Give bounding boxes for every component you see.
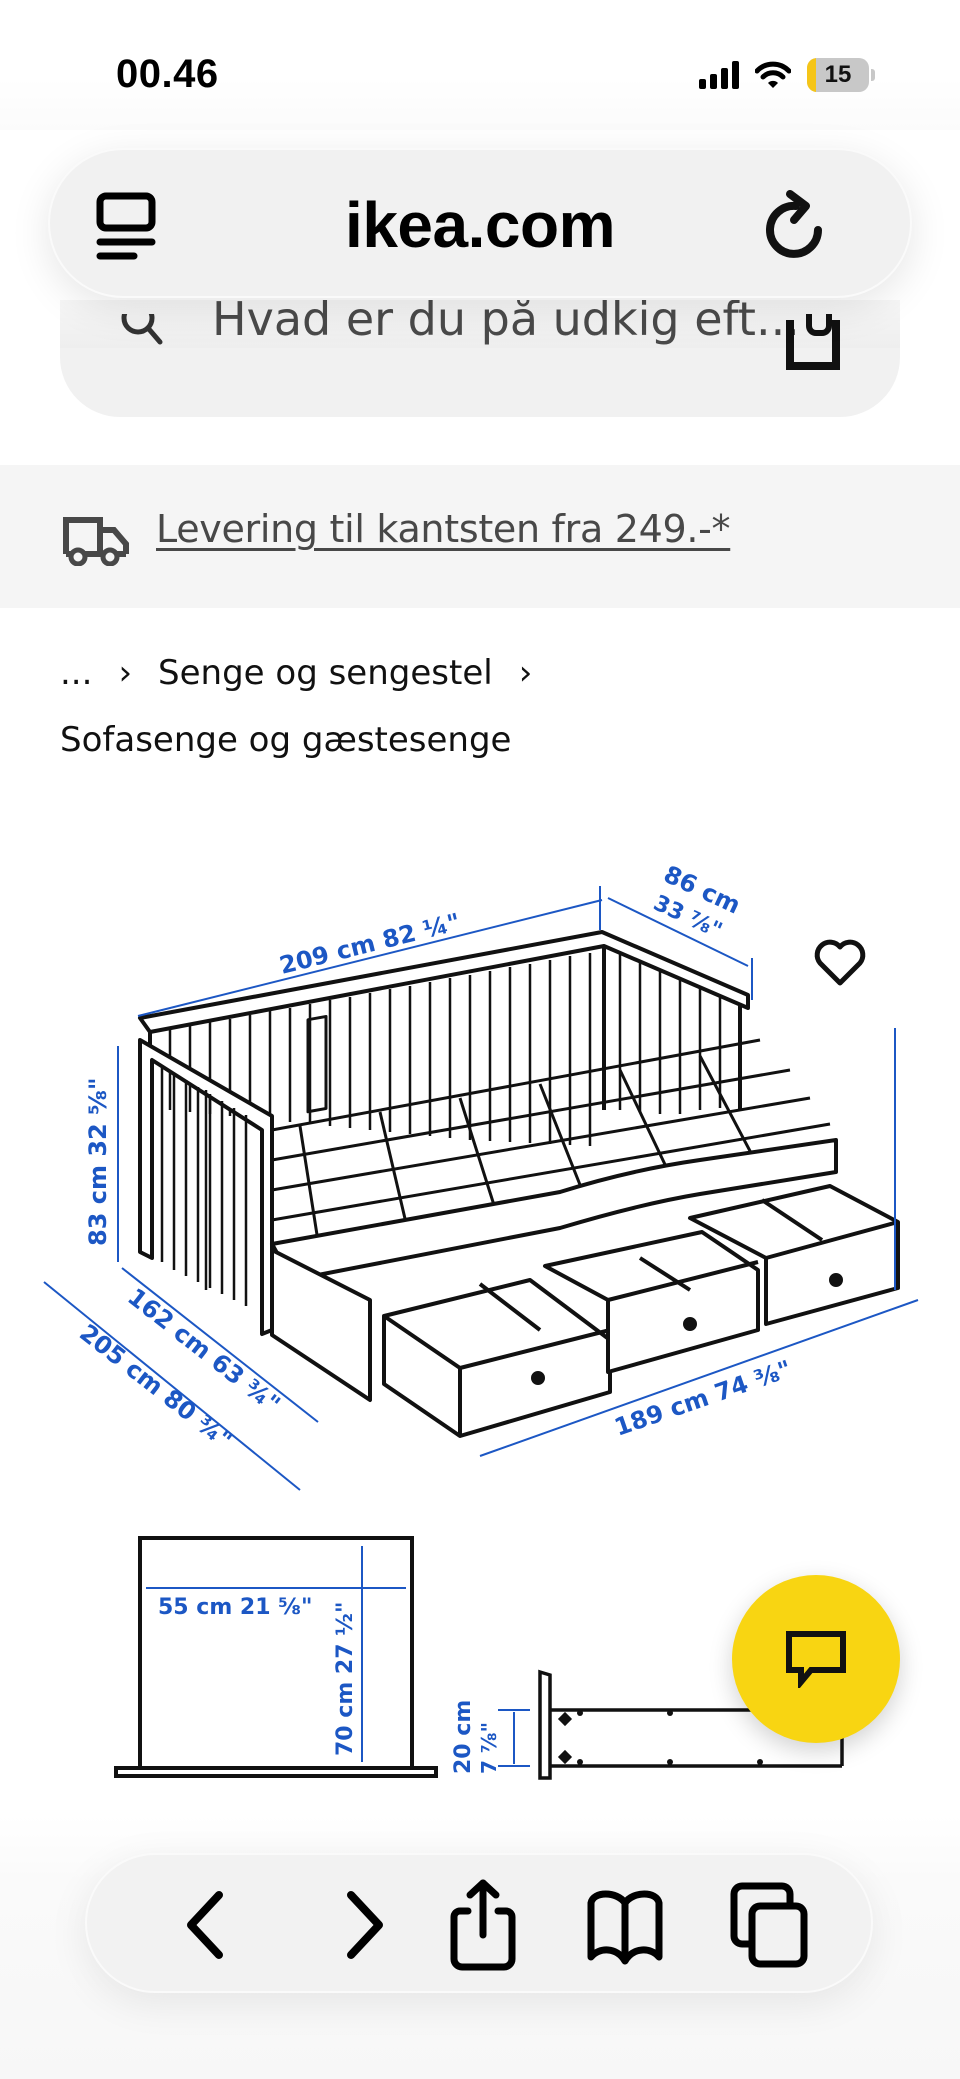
status-icons: 15	[699, 58, 875, 92]
delivery-link[interactable]: Levering til kantsten fra 249.-*	[156, 507, 731, 551]
dim-drawer-depth: 70 cm 27 ½"	[333, 1602, 358, 1756]
breadcrumb-item-senge[interactable]: Senge og sengestel	[158, 653, 493, 693]
breadcrumb-item-sofasenge[interactable]: Sofasenge og gæstesenge	[60, 720, 512, 760]
address-bar[interactable]: ikea.com	[48, 148, 912, 298]
bookmarks-icon	[587, 1890, 663, 1965]
tabs-button[interactable]	[721, 1877, 817, 1973]
search-icon	[121, 314, 163, 345]
search-placeholder: Hvad er du på udkig eft...	[212, 300, 800, 346]
back-icon	[187, 1891, 223, 1959]
reader-mode-icon[interactable]	[94, 192, 158, 264]
status-time: 00.46	[116, 52, 219, 96]
dim-drawer-height: 20 cm	[451, 1700, 476, 1774]
battery-icon: 15	[807, 58, 869, 92]
wifi-icon	[755, 61, 791, 88]
back-button[interactable]	[157, 1877, 253, 1973]
search-input[interactable]: Hvad er du på udkig eft...	[60, 300, 900, 417]
reload-icon[interactable]	[764, 190, 834, 266]
delivery-banner: Levering til kantsten fra 249.-*	[0, 465, 960, 608]
forward-icon	[347, 1891, 383, 1959]
daybed-dimension-drawing: 209 cm 82 ¼" 86 cm 33 ⅞" 83 cm 32 ⅝" 162…	[43, 860, 919, 1780]
breadcrumb: ... › Senge og sengestel › Sofasenge og …	[60, 648, 920, 760]
dim-drawer-width: 55 cm 21 ⅝"	[158, 1595, 312, 1620]
bookmarks-button[interactable]	[577, 1877, 673, 1973]
favorite-button[interactable]	[800, 923, 880, 1003]
share-icon	[450, 1879, 516, 1971]
tabs-icon	[730, 1882, 808, 1968]
cellular-signal-icon	[699, 61, 739, 89]
share-button[interactable]	[435, 1877, 531, 1973]
breadcrumb-ellipsis[interactable]: ...	[60, 653, 93, 693]
status-bar: 00.46 15	[0, 0, 960, 130]
truck-icon	[63, 517, 129, 566]
browser-toolbar	[85, 1853, 873, 1993]
breadcrumb-separator: ›	[518, 653, 533, 693]
chat-bubble-icon	[786, 1631, 846, 1688]
dim-height: 83 cm 32 ⅝"	[84, 1078, 112, 1246]
dim-drawer-height-in: 7 ⅞"	[477, 1722, 501, 1774]
battery-level: 15	[824, 61, 852, 88]
forward-button[interactable]	[317, 1877, 413, 1973]
heart-icon	[814, 939, 866, 986]
url-text[interactable]: ikea.com	[345, 189, 615, 261]
chat-button[interactable]	[732, 1575, 900, 1743]
breadcrumb-separator: ›	[118, 653, 133, 693]
dim-mattress-length: 189 cm 74 ⅜"	[611, 1355, 795, 1442]
visual-search-icon[interactable]	[786, 314, 840, 370]
